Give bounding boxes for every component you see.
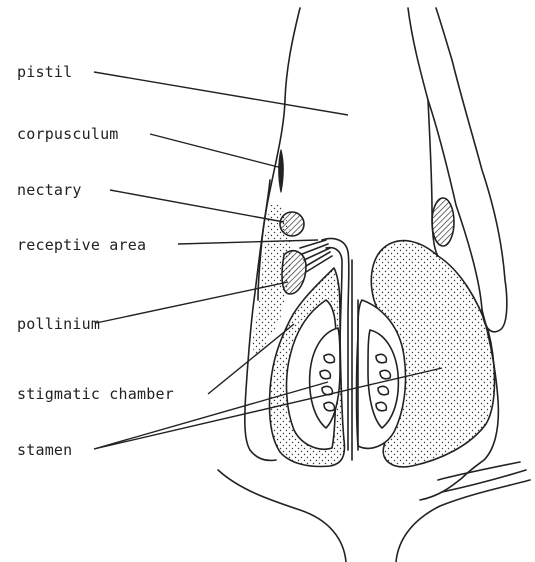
nectary-shape [280, 212, 304, 236]
receptacle-left [218, 470, 346, 562]
label-corpusculum: corpusculum [17, 125, 119, 143]
leader-receptive-area [178, 240, 318, 244]
label-stigmatic-chamber: stigmatic chamber [17, 385, 174, 403]
receptacle-right [396, 480, 530, 562]
pollinium-shape [282, 251, 306, 294]
label-nectary: nectary [17, 181, 82, 199]
right-lower-petal [438, 462, 526, 492]
left-lower-curve [250, 450, 276, 461]
label-pollinium: pollinium [17, 315, 100, 333]
leader-nectary [110, 190, 284, 222]
leader-corpusculum [150, 134, 282, 168]
leader-pistil [94, 72, 348, 115]
corpusculum-shape [279, 150, 284, 192]
label-stamen: stamen [17, 441, 72, 459]
label-receptive-area: receptive area [17, 236, 146, 254]
right-pollinium-shape [432, 198, 454, 246]
label-pistil: pistil [17, 63, 72, 81]
